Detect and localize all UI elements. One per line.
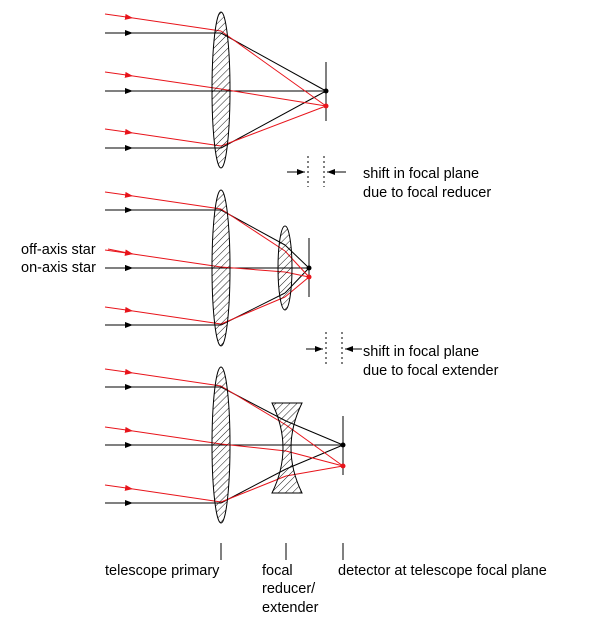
focal-extender-lens bbox=[271, 402, 303, 494]
converging-on-axis-rays bbox=[220, 32, 327, 149]
focal-label-line2: reducer/ bbox=[262, 581, 316, 597]
primary-to-reducer-off-axis bbox=[220, 208, 286, 325]
on-axis-focus-point bbox=[306, 265, 312, 271]
incoming-off-axis-rays bbox=[104, 13, 222, 147]
telescope-primary-label: telescope primary bbox=[105, 563, 220, 579]
panel-focal-extender bbox=[104, 366, 346, 524]
focal-label-line3: extender bbox=[262, 600, 319, 616]
reducer-shift-label-line2: due to focal reducer bbox=[363, 185, 491, 201]
off-axis-star-leader bbox=[107, 248, 134, 256]
incoming-on-axis-rays bbox=[105, 207, 221, 328]
telescope-primary-lens bbox=[211, 11, 231, 169]
on-axis-focus-point bbox=[323, 88, 329, 94]
incoming-on-axis-rays bbox=[105, 384, 221, 506]
incoming-off-axis-rays bbox=[104, 191, 222, 325]
incoming-off-axis-rays bbox=[104, 368, 222, 503]
incoming-on-axis-rays bbox=[105, 30, 221, 151]
extender-to-focus-off-axis bbox=[285, 424, 344, 477]
focal-reducer-lens bbox=[277, 225, 293, 311]
reducer-shift-indicator bbox=[287, 156, 346, 187]
telescope-primary-lens bbox=[211, 189, 231, 347]
extender-shift-indicator bbox=[306, 332, 362, 364]
panel-focal-reducer bbox=[104, 189, 312, 347]
component-tick-marks bbox=[220, 543, 344, 560]
detector-label: detector at telescope focal plane bbox=[338, 563, 547, 579]
telescope-primary-lens bbox=[211, 366, 231, 524]
off-axis-star-label: off-axis star bbox=[21, 242, 96, 258]
primary-to-extender-off-axis bbox=[220, 385, 287, 503]
off-axis-focus-point bbox=[323, 103, 329, 109]
off-axis-focus-point bbox=[340, 463, 346, 469]
converging-off-axis-rays bbox=[220, 30, 327, 147]
on-axis-focus-point bbox=[340, 442, 346, 448]
panel-telescope-only bbox=[104, 11, 329, 169]
extender-shift-label-line1: shift in focal plane bbox=[363, 344, 479, 360]
off-axis-focus-point bbox=[306, 274, 312, 280]
focal-label-line1: focal bbox=[262, 563, 293, 579]
reducer-shift-label-line1: shift in focal plane bbox=[363, 166, 479, 182]
extender-shift-label-line2: due to focal extender bbox=[363, 363, 499, 379]
on-axis-star-label: on-axis star bbox=[21, 260, 96, 276]
